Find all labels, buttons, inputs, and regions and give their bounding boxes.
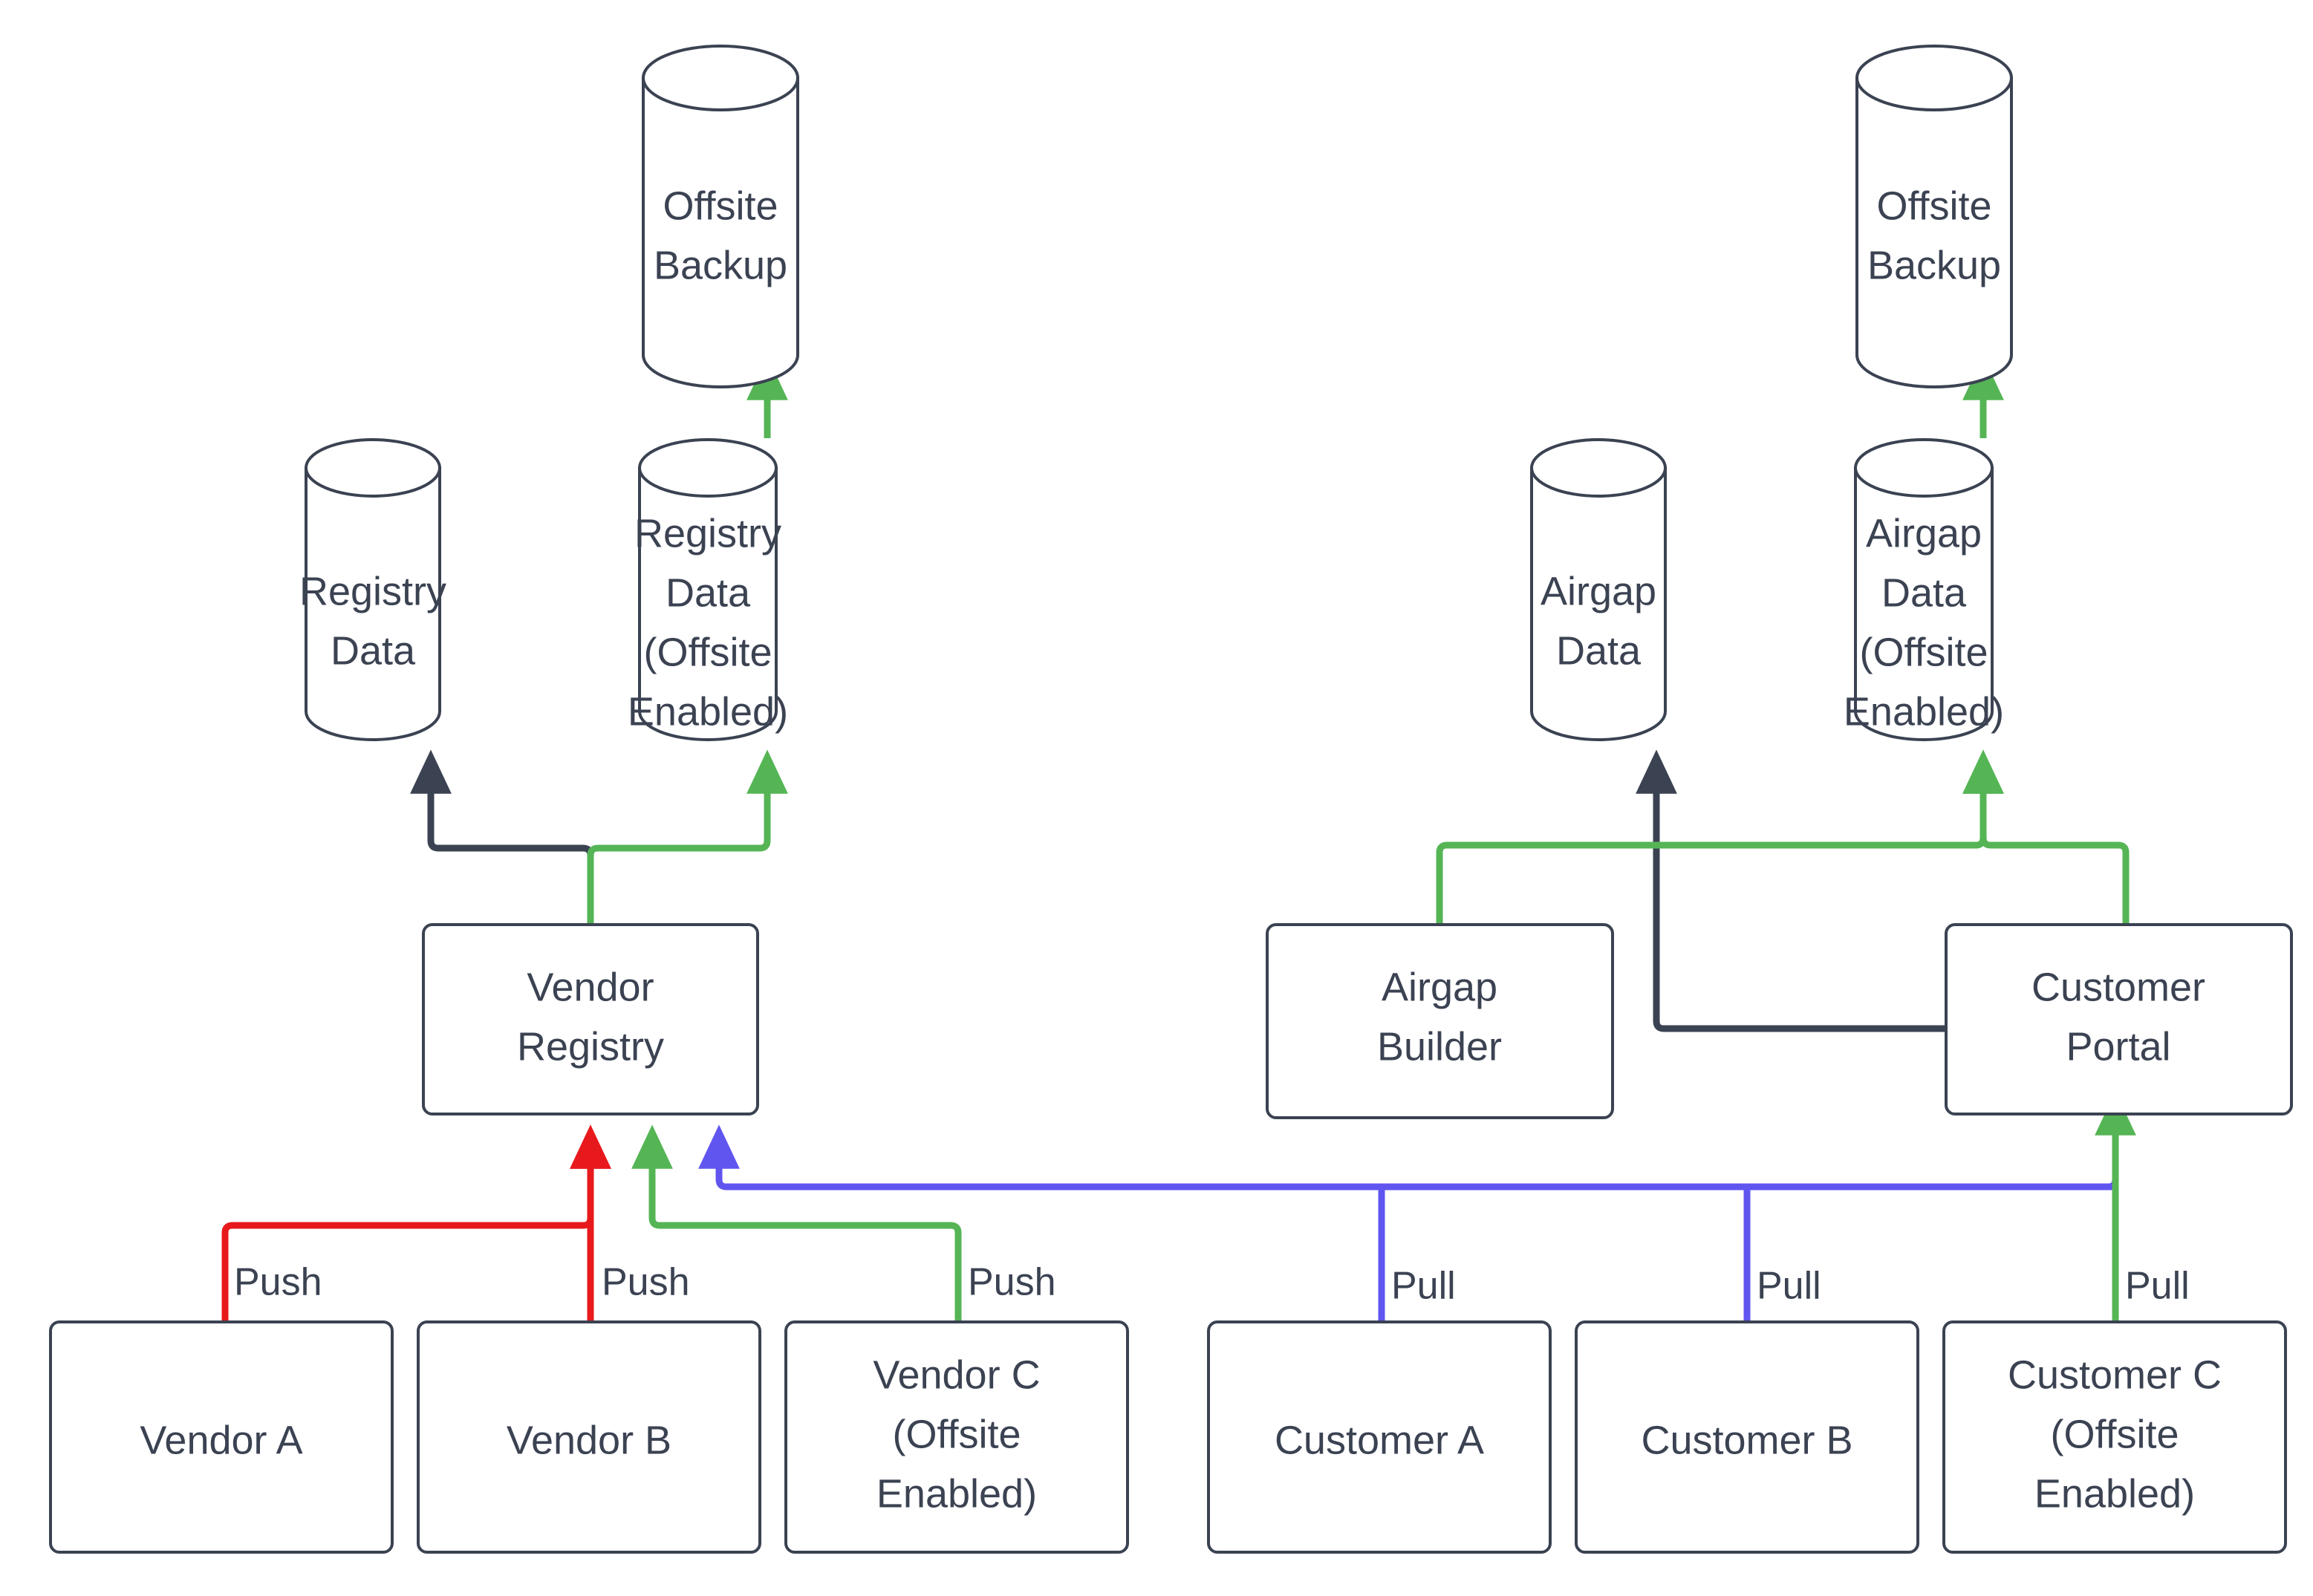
- edge-customer-portal-to-airgap-data: [1636, 749, 1946, 1032]
- node-label-line-1: Vendor A: [140, 1418, 302, 1462]
- node-label-line-1: Offsite: [1876, 183, 1991, 228]
- node-label-line-1: Airgap: [1382, 965, 1497, 1009]
- node-label-line-1: Customer: [2031, 965, 2205, 1009]
- node-label-line-2: Portal: [2066, 1024, 2170, 1069]
- node-label-line-2: Builder: [1377, 1024, 1502, 1069]
- node-label-line-1: Vendor B: [507, 1418, 671, 1462]
- edge-vendor-c-to-vendor-registry: [631, 1124, 962, 1322]
- node-label-line-2: Backup: [1867, 243, 2001, 287]
- cylinder-top: [1855, 45, 2013, 111]
- node-registry-data[interactable]: Registry Data: [299, 438, 446, 741]
- edge-label-layer: Push Push Push Pull Pull Pull: [234, 1261, 2190, 1308]
- cylinder-top: [305, 438, 441, 498]
- node-label-line-3: Enabled): [2034, 1471, 2195, 1516]
- edge-customer-b-to-customer-portal: [1743, 1183, 2115, 1322]
- node-box: [1266, 923, 1614, 1119]
- node-label-line-4: Enabled): [1844, 689, 2004, 734]
- node-label-line-1: Registry: [299, 569, 446, 613]
- node-customer-b[interactable]: Customer B: [1575, 1320, 1919, 1554]
- cylinder-body: [642, 76, 799, 388]
- edge-customer-portal-to-vendor-registry: [698, 1114, 2119, 1191]
- node-customer-c[interactable]: Customer C (Offsite Enabled): [1942, 1320, 2287, 1554]
- node-label-line-2: Data: [331, 628, 416, 673]
- node-label-line-3: (Offsite: [643, 630, 772, 674]
- node-box: [1942, 1320, 2287, 1554]
- edge-airgap-builder-to-airgap-data-offsite: [1436, 749, 2004, 925]
- node-box: [784, 1320, 1129, 1554]
- node-airgap-builder[interactable]: Airgap Builder: [1266, 923, 1614, 1119]
- node-box: [422, 923, 759, 1115]
- cylinder-top: [1530, 438, 1667, 498]
- node-label-line-1: Airgap: [1541, 569, 1656, 613]
- edge-customer-portal-to-airgap-data-offsite: [1962, 749, 2130, 925]
- node-offsite-backup-left[interactable]: Offsite Backup: [642, 45, 799, 388]
- cylinder-body: [305, 466, 441, 741]
- node-label-line-4: Enabled): [628, 689, 788, 734]
- node-airgap-data-offsite[interactable]: Airgap Data (Offsite Enabled): [1844, 438, 2004, 741]
- node-label-line-1: Registry: [634, 511, 781, 556]
- node-label-line-1: Customer A: [1275, 1418, 1484, 1462]
- edge-vendor-registry-to-registry-data-offsite: [587, 749, 788, 925]
- node-offsite-backup-right[interactable]: Offsite Backup: [1855, 45, 2013, 388]
- node-customer-a[interactable]: Customer A: [1207, 1320, 1552, 1554]
- node-vendor-a[interactable]: Vendor A: [49, 1320, 394, 1554]
- edge-label-pull-3: Pull: [2125, 1265, 2190, 1308]
- edge-label-pull-1: Pull: [1391, 1265, 1456, 1308]
- node-box: [1945, 923, 2293, 1115]
- node-label-line-1: Vendor: [527, 965, 654, 1009]
- edge-layer: [221, 356, 2136, 1322]
- cylinder-body: [1855, 76, 2013, 388]
- node-label-line-2: (Offsite: [892, 1412, 1021, 1456]
- node-box: [49, 1320, 394, 1554]
- node-label-line-2: Data: [1881, 570, 1967, 615]
- cylinder-top: [638, 438, 778, 498]
- node-label-line-3: (Offsite: [1859, 630, 1988, 674]
- node-label-line-1: Customer C: [2008, 1352, 2222, 1397]
- node-label-line-1: Airgap: [1866, 511, 1982, 556]
- cylinder-body: [1854, 466, 1994, 741]
- edge-label-push-3: Push: [968, 1261, 1056, 1304]
- edge-vendor-registry-to-registry-data: [410, 749, 594, 925]
- cylinder-body: [638, 466, 778, 741]
- node-label-line-1: Offsite: [663, 183, 778, 228]
- node-customer-portal[interactable]: Customer Portal: [1945, 923, 2293, 1115]
- edge-label-push-2: Push: [602, 1261, 690, 1304]
- node-label-line-3: Enabled): [876, 1471, 1037, 1516]
- node-vendor-c[interactable]: Vendor C (Offsite Enabled): [784, 1320, 1129, 1554]
- cylinder-top: [642, 45, 799, 111]
- node-registry-data-offsite[interactable]: Registry Data (Offsite Enabled): [628, 438, 788, 741]
- node-label-line-2: Data: [666, 570, 751, 615]
- node-label-line-2: Backup: [654, 243, 787, 287]
- edge-label-push-1: Push: [234, 1261, 322, 1304]
- node-label-line-2: Registry: [517, 1024, 664, 1069]
- node-vendor-b[interactable]: Vendor B: [417, 1320, 761, 1554]
- node-vendor-registry[interactable]: Vendor Registry: [422, 923, 759, 1115]
- edge-label-pull-2: Pull: [1757, 1265, 1821, 1308]
- node-airgap-data[interactable]: Airgap Data: [1530, 438, 1667, 741]
- cylinder-top: [1854, 438, 1994, 498]
- node-label-line-2: Data: [1556, 628, 1642, 673]
- node-label-line-2: (Offsite: [2050, 1412, 2179, 1456]
- node-box: [417, 1320, 761, 1554]
- node-label-line-1: Customer B: [1641, 1418, 1852, 1462]
- cylinder-body: [1530, 466, 1667, 741]
- node-label-line-1: Vendor C: [873, 1352, 1040, 1397]
- node-box: [1575, 1320, 1919, 1554]
- node-box: [1207, 1320, 1552, 1554]
